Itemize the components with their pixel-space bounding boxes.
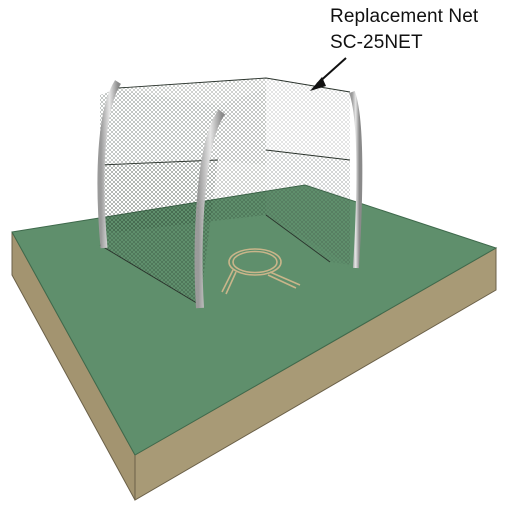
callout-label-part-number: SC-25NET <box>330 32 423 53</box>
front-net <box>100 88 350 305</box>
arrow-icon <box>310 57 347 91</box>
throwing-circle <box>221 248 301 295</box>
turf-base <box>11 184 498 501</box>
net-cables <box>99 77 351 306</box>
front-poles <box>97 80 226 309</box>
callout-label-name: Replacement Net <box>330 6 479 27</box>
